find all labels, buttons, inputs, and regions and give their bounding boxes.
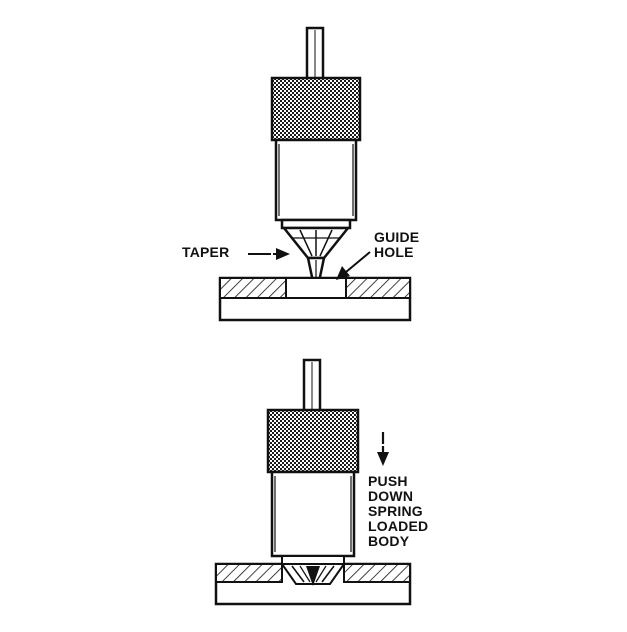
- push-down-arrow: [377, 432, 389, 466]
- push-down-label-line-1: PUSH: [368, 473, 408, 489]
- top-knurled-cap: [270, 76, 362, 142]
- top-workpiece: [218, 276, 412, 322]
- guide-hole-label: GUIDE HOLE: [374, 230, 419, 260]
- top-hatched-layer-right: [345, 277, 411, 299]
- bottom-hatched-layer-left: [215, 563, 283, 583]
- top-guide-hole: [285, 277, 347, 299]
- push-down-label-line-5: BODY: [368, 533, 410, 549]
- guide-hole-arrow: [336, 251, 371, 280]
- push-down-label-line-2: DOWN: [368, 488, 414, 504]
- guide-hole-label-line-2: HOLE: [374, 244, 414, 260]
- top-taper-cone: [281, 226, 351, 260]
- top-hatched-layer-left: [219, 277, 287, 299]
- bottom-seated-point: [280, 555, 346, 586]
- bottom-assembly: [214, 358, 412, 606]
- push-down-label: PUSH DOWN SPRING LOADED BODY: [368, 474, 428, 549]
- guide-hole-label-line-1: GUIDE: [374, 229, 420, 245]
- push-down-label-line-4: LOADED: [368, 518, 429, 534]
- bottom-hatched-layer-right: [343, 563, 411, 583]
- bottom-body: [270, 470, 356, 558]
- top-assembly: [218, 26, 412, 322]
- top-body: [274, 138, 358, 222]
- push-down-label-line-3: SPRING: [368, 503, 423, 519]
- bottom-knurled-cap: [266, 408, 360, 474]
- taper-label: TAPER: [182, 244, 230, 260]
- taper-arrow: [248, 248, 290, 260]
